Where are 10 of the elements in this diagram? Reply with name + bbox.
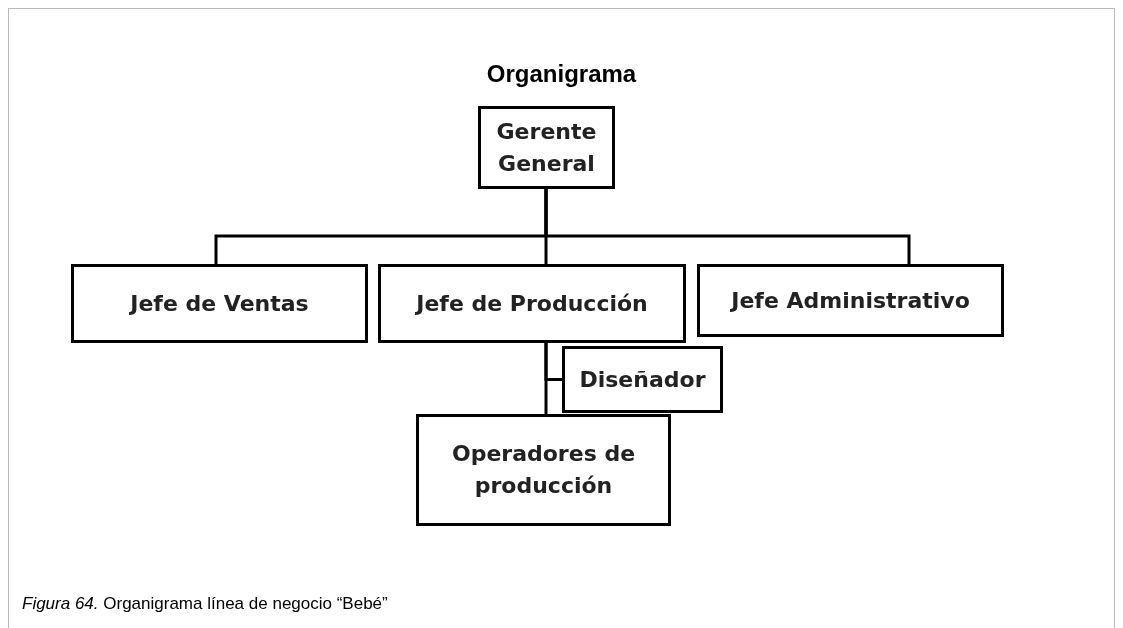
position-box: Jefe Administrativo xyxy=(697,264,1004,337)
position-box: Gerente General xyxy=(478,106,615,189)
position-box: Jefe de Producción xyxy=(378,264,686,343)
connector-line xyxy=(544,343,548,414)
connector-line xyxy=(544,189,911,264)
diagram-title: Organigrama xyxy=(486,60,637,87)
position-box: Diseñador xyxy=(562,346,723,413)
figure-caption: Figura 64. Organigrama línea de negocio “Bebé” xyxy=(22,594,388,614)
position-box: Operadores de producción xyxy=(416,414,671,526)
position-box: Jefe de Ventas xyxy=(71,264,368,343)
